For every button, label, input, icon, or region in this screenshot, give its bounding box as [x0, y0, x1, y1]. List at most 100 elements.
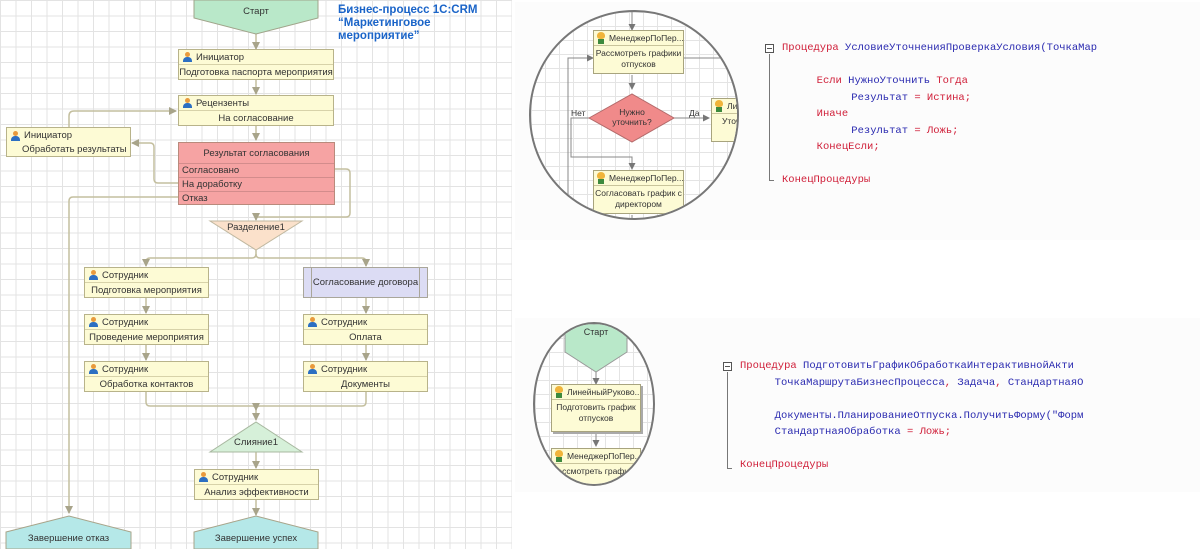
fold-collapse-icon[interactable]	[723, 362, 732, 371]
condition-approval-result[interactable]: Результат согласования Согласовано На до…	[178, 142, 335, 205]
diagram-title-line2: “Маркетинговое мероприятие”	[338, 17, 431, 42]
interactive-action-example-panel: Старт ЛинейныйРуково... Подготовить граф…	[515, 318, 1200, 492]
task-review[interactable]: Рецензенты На согласование	[178, 95, 334, 126]
code-keyword: = Ложь;	[906, 426, 952, 438]
task-process-results[interactable]: Инициатор Обработать результаты	[6, 127, 131, 157]
connector	[255, 253, 370, 267]
user-icon	[89, 364, 98, 374]
end-success-label[interactable]: Завершение успех	[214, 533, 298, 544]
split-node-label[interactable]: Разделение1	[227, 222, 285, 233]
condition-option-reject[interactable]: Отказ	[182, 193, 208, 204]
code-line	[740, 391, 1083, 408]
user-icon	[89, 270, 98, 280]
code-keyword: Тогда	[936, 75, 968, 87]
code-keyword: Иначе	[816, 108, 849, 120]
code-line	[782, 156, 1097, 173]
merge-node-shape	[208, 421, 304, 453]
code-identifier: Результат	[851, 91, 915, 104]
task-efficiency-analysis[interactable]: Сотрудник Анализ эффективности	[194, 469, 319, 500]
user-icon	[199, 472, 208, 482]
task-role: Сотрудник	[102, 363, 149, 375]
task-documents[interactable]: Сотрудник Документы	[303, 361, 428, 392]
code-line	[782, 57, 1097, 74]
task-action-cont: о	[722, 127, 737, 138]
code-keyword: = Ложь;	[914, 124, 959, 137]
code-line: Процедура ПодготовитьГрафикОбработкаИнте…	[740, 358, 1083, 375]
code-identifier: УсловиеУточненияПроверкаУсловия(ТочкаМар	[845, 42, 1098, 54]
task-action: Оплата	[349, 331, 382, 343]
code-line: Результат = Ложь;	[782, 123, 1097, 140]
code-line: Если НужноУточнить Тогда	[782, 73, 1097, 90]
fold-collapse-icon[interactable]	[765, 44, 774, 53]
connector	[131, 139, 178, 184]
lens-task-approve-with-director[interactable]: МенеджерПоПер... Согласовать график с ди…	[593, 170, 684, 214]
code-identifier: ПодготовитьГрафикОбработкаИнтерактивнойА…	[803, 360, 1074, 372]
end-reject-shape	[5, 515, 132, 549]
user-icon	[183, 98, 192, 108]
task-prepare-event[interactable]: Сотрудник Подготовка мероприятия	[84, 267, 209, 298]
connector	[142, 248, 257, 267]
lens-task-review-schedules[interactable]: МенеджерПоПер... Рассмотреть графи	[551, 448, 641, 484]
start-node-label[interactable]: Старт	[583, 327, 609, 337]
user-icon	[308, 364, 317, 374]
task-action: Согласовать график с директором	[595, 188, 682, 209]
person-icon	[554, 450, 564, 462]
code-line: ТочкаМаршрутаБизнесПроцесса, Задача, Ста…	[740, 375, 1084, 392]
code-line: Результат = Истина;	[782, 90, 1097, 107]
condition-option-approved[interactable]: Согласовано	[179, 164, 334, 178]
diagram-title-line1: Бизнес-процесс 1С:CRM	[338, 4, 478, 16]
task-payment[interactable]: Сотрудник Оплата	[303, 314, 428, 345]
condition-option-rework[interactable]: На доработку	[179, 178, 334, 192]
decision-shape	[587, 93, 676, 143]
task-hold-event[interactable]: Сотрудник Проведение мероприятия	[84, 314, 209, 345]
code-interactive-procedure: Процедура ПодготовитьГрафикОбработкаИнте…	[740, 358, 1083, 474]
fold-guide-end	[769, 180, 774, 181]
code-identifier: НужноУточнить	[848, 75, 937, 87]
zoom-lens-decision: МенеджерПоПер... Рассмотреть графики отп…	[529, 10, 739, 220]
code-line	[740, 441, 1083, 458]
task-action: На согласование	[218, 112, 294, 124]
connector	[252, 391, 367, 411]
task-role: Лине	[727, 101, 738, 111]
task-process-contacts[interactable]: Сотрудник Обработка контактов	[84, 361, 209, 392]
user-icon	[308, 317, 317, 327]
person-icon	[714, 100, 724, 112]
user-icon	[89, 317, 98, 327]
subprocess-contract-approval[interactable]: Согласование договора	[303, 267, 428, 298]
task-action: Подготовить график отпусков	[556, 402, 636, 423]
task-action: Анализ эффективности	[204, 486, 309, 498]
lens-task-review-schedules[interactable]: МенеджерПоПер... Рассмотреть графики отп…	[593, 30, 684, 74]
connector	[252, 168, 351, 221]
connector	[65, 196, 178, 514]
code-line: Процедура УсловиеУточненияПроверкаУслови…	[782, 40, 1097, 57]
business-process-diagram: Бизнес-процесс 1С:CRM “Маркетинговое мер…	[0, 0, 512, 549]
task-role: МенеджерПоПер...	[567, 451, 640, 461]
code-keyword: = Истина;	[914, 91, 972, 104]
fold-guide-line	[727, 372, 728, 468]
lens-task-clarify-partial[interactable]: Лине Уточ о	[711, 98, 738, 142]
task-action: Проведение мероприятия	[89, 331, 204, 343]
code-identifier: Документы.ПланированиеОтпуска.ПолучитьФо…	[774, 409, 1084, 422]
task-role: МенеджерПоПер...	[609, 33, 683, 43]
task-role: Инициатор	[24, 130, 73, 141]
connector	[145, 391, 260, 421]
task-role: Сотрудник	[321, 363, 368, 375]
merge-node-label[interactable]: Слияние1	[234, 437, 278, 448]
decision-label[interactable]: Нужно уточнить?	[612, 107, 652, 127]
end-reject-label[interactable]: Завершение отказ	[27, 533, 110, 544]
code-keyword: КонецПроцедуры	[740, 459, 829, 471]
task-action: Рассмотреть графи	[552, 466, 630, 476]
task-role: Сотрудник	[102, 269, 149, 281]
task-action: Документы	[341, 378, 390, 390]
code-line: КонецЕсли;	[782, 139, 1097, 156]
lens-task-prepare-schedule[interactable]: ЛинейныйРуково... Подготовить график отп…	[551, 384, 641, 432]
diagram-title: Бизнес-процесс 1С:CRM “Маркетинговое мер…	[338, 4, 512, 43]
end-success-shape	[193, 515, 319, 549]
user-icon	[11, 130, 20, 141]
start-node-label[interactable]: Старт	[243, 6, 269, 17]
task-role: ЛинейныйРуково...	[567, 387, 640, 397]
split-node-shape	[208, 220, 304, 251]
task-prepare-passport[interactable]: Инициатор Подготовка паспорта мероприяти…	[178, 49, 334, 80]
start-node-shape	[564, 324, 628, 373]
person-icon	[554, 386, 564, 398]
